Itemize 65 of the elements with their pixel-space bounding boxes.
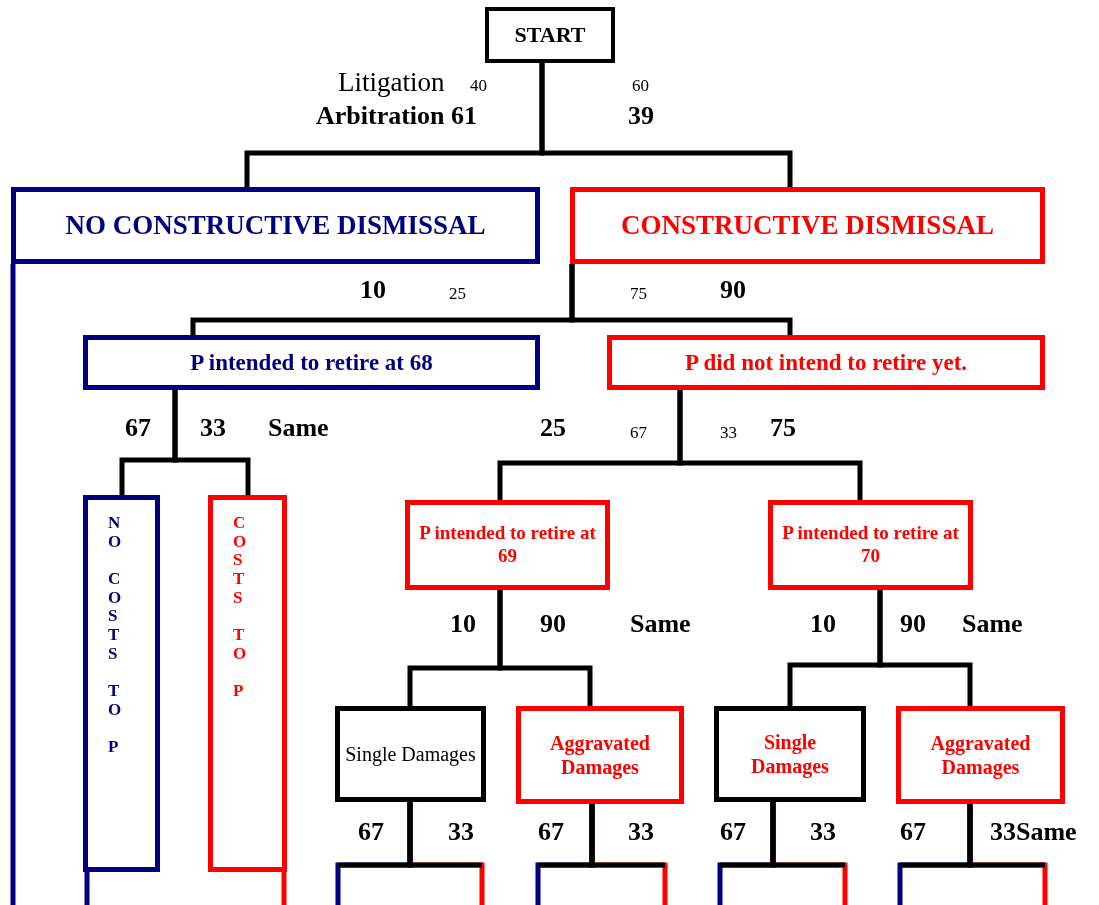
branch-line	[539, 63, 793, 187]
box-label: Aggravated Damages	[549, 731, 651, 779]
vertical-box	[83, 495, 160, 872]
probability-label: 75	[630, 285, 647, 302]
box-label: P did not intend to retire yet.	[683, 348, 969, 377]
vertical-box	[208, 495, 287, 872]
box-label: START	[513, 21, 587, 49]
probability-label: 33	[810, 819, 836, 845]
probability-label: 25	[449, 285, 466, 302]
probability-label: 67	[630, 424, 647, 441]
probability-label: 67	[125, 415, 151, 441]
outcome-box	[485, 7, 615, 63]
probability-label: Same	[962, 611, 1023, 637]
probability-label: 67	[538, 819, 564, 845]
probability-label: Litigation	[338, 69, 445, 96]
branch-line	[10, 264, 16, 905]
outcome-box	[405, 500, 610, 590]
box-label: Aggravated Damages	[929, 731, 1032, 779]
outcome-box	[607, 335, 1045, 390]
probability-label: 10	[810, 611, 836, 637]
outcome-box	[11, 187, 540, 264]
probability-label: 10	[450, 611, 476, 637]
outcome-box	[516, 706, 684, 804]
box-label: Single Damages	[344, 742, 477, 766]
probability-label: 25	[540, 415, 566, 441]
probability-label: Same	[268, 415, 329, 441]
probability-label: 33	[720, 424, 737, 441]
probability-label: 67	[720, 819, 746, 845]
branch-line	[677, 390, 863, 500]
box-label: NO CONSTRUCTIVE DISMISSAL	[64, 209, 487, 242]
branch-line	[84, 872, 90, 905]
probability-label: 67	[900, 819, 926, 845]
probability-label: 90	[540, 611, 566, 637]
probability-label: 33	[448, 819, 474, 845]
branch-line	[569, 264, 793, 335]
box-label: P intended to retire at 70	[781, 522, 960, 568]
probability-label: 33	[628, 819, 654, 845]
vertical-label: COSTS TO P	[233, 514, 248, 703]
probability-label: 10	[360, 277, 386, 303]
outcome-box	[714, 706, 866, 802]
branch-line	[497, 590, 593, 706]
outcome-box	[83, 335, 540, 390]
box-label: P intended to retire at 69	[418, 522, 597, 568]
probability-label: 67	[358, 819, 384, 845]
box-label: Single Damages	[750, 730, 830, 778]
branch-line	[877, 590, 973, 706]
box-label: CONSTRUCTIVE DISMISSAL	[620, 209, 995, 242]
probability-label: 39	[628, 103, 654, 129]
branch-line	[172, 390, 251, 495]
outcome-box	[570, 187, 1045, 264]
outcome-box	[896, 706, 1065, 804]
probability-label: 33	[200, 415, 226, 441]
vertical-label: NO COSTS TO P	[108, 514, 123, 759]
probability-label: 75	[770, 415, 796, 441]
probability-label: 33Same	[990, 819, 1077, 845]
probability-label: 60	[632, 77, 649, 94]
outcome-box	[768, 500, 973, 590]
probability-label: 90	[720, 277, 746, 303]
probability-label: 40	[470, 77, 487, 94]
box-label: P intended to retire at 68	[189, 348, 434, 377]
probability-label: Same	[630, 611, 691, 637]
probability-label: 90	[900, 611, 926, 637]
outcome-box	[335, 706, 486, 802]
probability-label: Arbitration 61	[316, 103, 478, 129]
branch-line	[281, 872, 287, 905]
